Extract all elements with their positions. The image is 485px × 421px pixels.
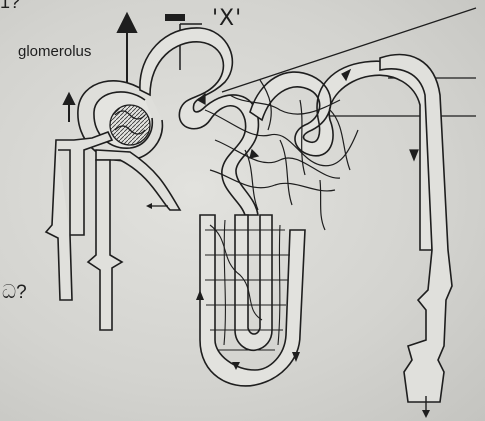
small-up-arrow [64, 94, 74, 122]
glomerulus-label: glomerolus [18, 43, 91, 60]
distal-convoluted-tubule [250, 61, 432, 250]
loop-of-henle [200, 215, 305, 386]
question-mark-left: ධ? [2, 282, 27, 304]
question-mark-top: 1? [0, 0, 20, 13]
collecting-duct [380, 55, 452, 402]
x-marker-bar [165, 14, 185, 21]
glomerulus-capillaries [110, 105, 150, 145]
x-marker-label: 'X' [212, 6, 242, 31]
renal-vein-branch [88, 150, 180, 330]
